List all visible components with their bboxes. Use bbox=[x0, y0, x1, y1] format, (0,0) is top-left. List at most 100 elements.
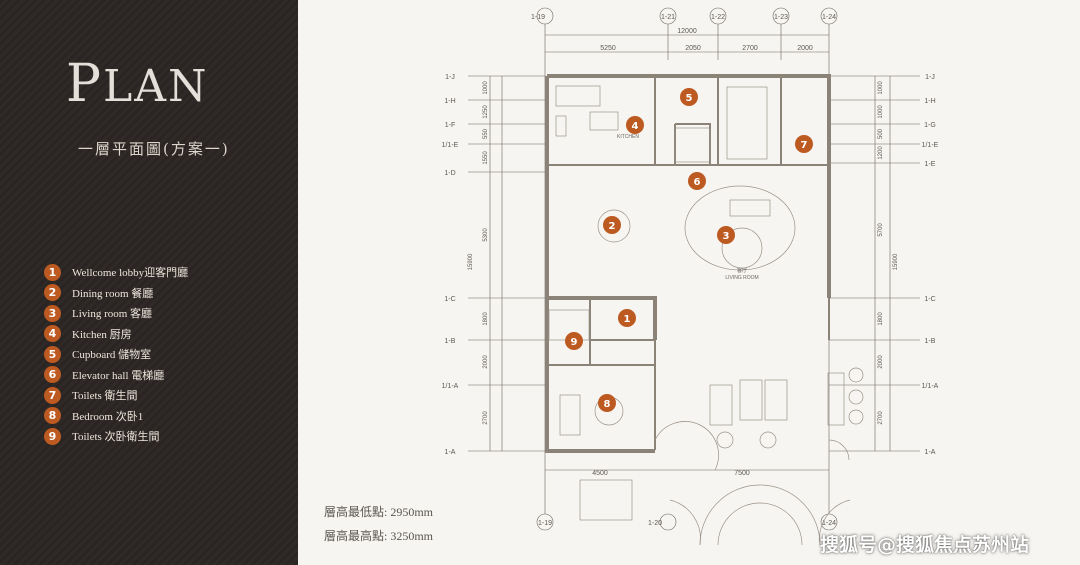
legend-label: Dining room 餐廳 bbox=[72, 287, 154, 300]
axis-right-2: 1-H bbox=[924, 98, 935, 105]
marker-4-circle bbox=[626, 116, 644, 134]
legend-number: 6 bbox=[44, 366, 61, 384]
dim-top-4: 2000 bbox=[797, 45, 813, 52]
dim-right-6: 1800 bbox=[878, 312, 884, 326]
dim-left-total: 15900 bbox=[468, 253, 474, 270]
axis-bottom-2: 1-20 bbox=[648, 520, 662, 527]
dim-right-1: 1000 bbox=[878, 81, 884, 95]
dim-top-2: 2050 bbox=[685, 45, 701, 52]
axis-bottom-3: 1-24 bbox=[822, 520, 836, 527]
axis-bottom-1: 1-19 bbox=[538, 520, 552, 527]
dim-left-4: 1550 bbox=[483, 151, 489, 165]
dim-top-1: 5250 bbox=[600, 45, 616, 52]
legend-number: 3 bbox=[44, 304, 61, 322]
legend-label: Toilets 次卧衛生間 bbox=[72, 431, 160, 444]
axis-left-2: 1-H bbox=[444, 98, 455, 105]
legend-item: 4 Kitchen 厨房 bbox=[44, 324, 188, 345]
legend-label: Bedroom 次卧1 bbox=[72, 410, 144, 423]
legend-item: 9 Toilets 次卧衛生間 bbox=[44, 426, 188, 447]
room-labels: 客厅 LIVING ROOM KITCHEN bbox=[617, 134, 759, 281]
legend-label: Elevator hall 電梯廳 bbox=[72, 369, 165, 382]
dim-left-5: 5300 bbox=[483, 228, 489, 242]
axis-top-4: 1-23 bbox=[774, 14, 788, 21]
axis-bubbles bbox=[536, 7, 838, 531]
legend-number: 2 bbox=[44, 284, 61, 302]
axis-top-2: 1-21 bbox=[661, 14, 675, 21]
dim-right-2: 1000 bbox=[878, 105, 884, 119]
vertical-dims: 1000 1250 550 1550 5300 1800 2000 2700 1… bbox=[468, 81, 899, 425]
dim-left-2: 1250 bbox=[483, 105, 489, 119]
marker-1: 1 bbox=[624, 314, 631, 325]
room-legend: 1 Wellcome lobby迎客門廳 2 Dining room 餐廳 3 Liv… bbox=[44, 262, 188, 447]
axis-right-9: 1-A bbox=[925, 449, 936, 456]
marker-9-circle bbox=[565, 332, 583, 350]
legend-number: 7 bbox=[44, 386, 61, 404]
legend-label: Kitchen 厨房 bbox=[72, 328, 132, 341]
axis-right-7: 1-B bbox=[925, 338, 936, 345]
furniture bbox=[548, 85, 864, 546]
axis-right-4: 1/1-E bbox=[922, 142, 939, 149]
axis-left-3: 1-F bbox=[445, 122, 456, 129]
watermark: 搜狐号@搜狐焦点苏州站 bbox=[820, 534, 1030, 556]
dim-left-8: 2700 bbox=[483, 411, 489, 425]
marker-7: 7 bbox=[801, 140, 808, 151]
dim-bottom-1: 4500 bbox=[592, 470, 608, 477]
axis-right-3: 1-G bbox=[924, 122, 936, 129]
marker-3-circle bbox=[717, 226, 735, 244]
marker-8-circle bbox=[598, 394, 616, 412]
height-max: 層高最高點: 3250mm bbox=[324, 529, 434, 543]
dim-right-8: 2700 bbox=[878, 411, 884, 425]
kitchen-label: KITCHEN bbox=[617, 134, 639, 140]
ceiling-heights: 層高最低點: 2950mm 層高最高點: 3250mm bbox=[324, 500, 433, 548]
legend-item: 1 Wellcome lobby迎客門廳 bbox=[44, 262, 188, 283]
marker-5: 5 bbox=[686, 93, 693, 104]
living-room-label-cn: 客厅 bbox=[737, 267, 747, 274]
living-room-label-en: LIVING ROOM bbox=[725, 275, 758, 281]
room-markers: 1 2 3 4 5 6 7 8 9 bbox=[565, 88, 813, 412]
marker-5-circle bbox=[680, 88, 698, 106]
axis-grid bbox=[468, 24, 920, 530]
interior-walls bbox=[547, 76, 830, 450]
dim-right-4: 1200 bbox=[878, 146, 884, 160]
legend-item: 7 Toilets 衛生間 bbox=[44, 385, 188, 406]
dim-left-1: 1000 bbox=[483, 81, 489, 95]
legend-number: 5 bbox=[44, 345, 61, 363]
dim-left-3: 550 bbox=[483, 128, 489, 139]
legend-label: Cupboard 儲物室 bbox=[72, 349, 152, 362]
axis-left-5: 1-D bbox=[444, 170, 455, 177]
axis-right-5: 1-E bbox=[925, 161, 936, 168]
floor-plan: 1-19 1-21 1-22 1-23 1-24 1-19 1-20 1-24 … bbox=[442, 7, 939, 546]
legend-number: 9 bbox=[44, 427, 61, 445]
legend-label: Wellcome lobby迎客門廳 bbox=[72, 267, 189, 280]
legend-number: 4 bbox=[44, 325, 61, 343]
axis-top-5: 1-24 bbox=[822, 14, 836, 21]
marker-1-circle bbox=[618, 309, 636, 327]
marker-6: 6 bbox=[694, 177, 701, 188]
legend-item: 5 Cupboard 儲物室 bbox=[44, 344, 188, 365]
dim-bottom-2: 7500 bbox=[734, 470, 750, 477]
dim-total: 12000 bbox=[677, 28, 697, 35]
axis-right-8: 1/1-A bbox=[922, 383, 939, 390]
marker-2-circle bbox=[603, 216, 621, 234]
dim-left-6: 1800 bbox=[483, 312, 489, 326]
axis-top-3: 1-22 bbox=[711, 14, 725, 21]
axis-left-9: 1-A bbox=[445, 449, 456, 456]
legend-number: 1 bbox=[44, 263, 61, 281]
marker-2: 2 bbox=[609, 221, 616, 232]
legend-item: 6 Elevator hall 電梯廳 bbox=[44, 365, 188, 386]
axis-right-6: 1-C bbox=[924, 296, 935, 303]
legend-label: Living room 客廳 bbox=[72, 308, 153, 321]
marker-3: 3 bbox=[723, 231, 730, 242]
page-subtitle: 一層平面圖(方案一) bbox=[78, 140, 230, 158]
axis-left-4: 1/1-E bbox=[442, 142, 459, 149]
dim-right-3: 500 bbox=[878, 128, 884, 139]
marker-4: 4 bbox=[632, 121, 639, 132]
legend-item: 2 Dining room 餐廳 bbox=[44, 283, 188, 304]
legend-label: Toilets 衛生間 bbox=[72, 390, 138, 403]
marker-9: 9 bbox=[571, 337, 578, 348]
marker-7-circle bbox=[795, 135, 813, 153]
axis-left-6: 1-C bbox=[444, 296, 455, 303]
title-initial: P bbox=[66, 54, 103, 114]
